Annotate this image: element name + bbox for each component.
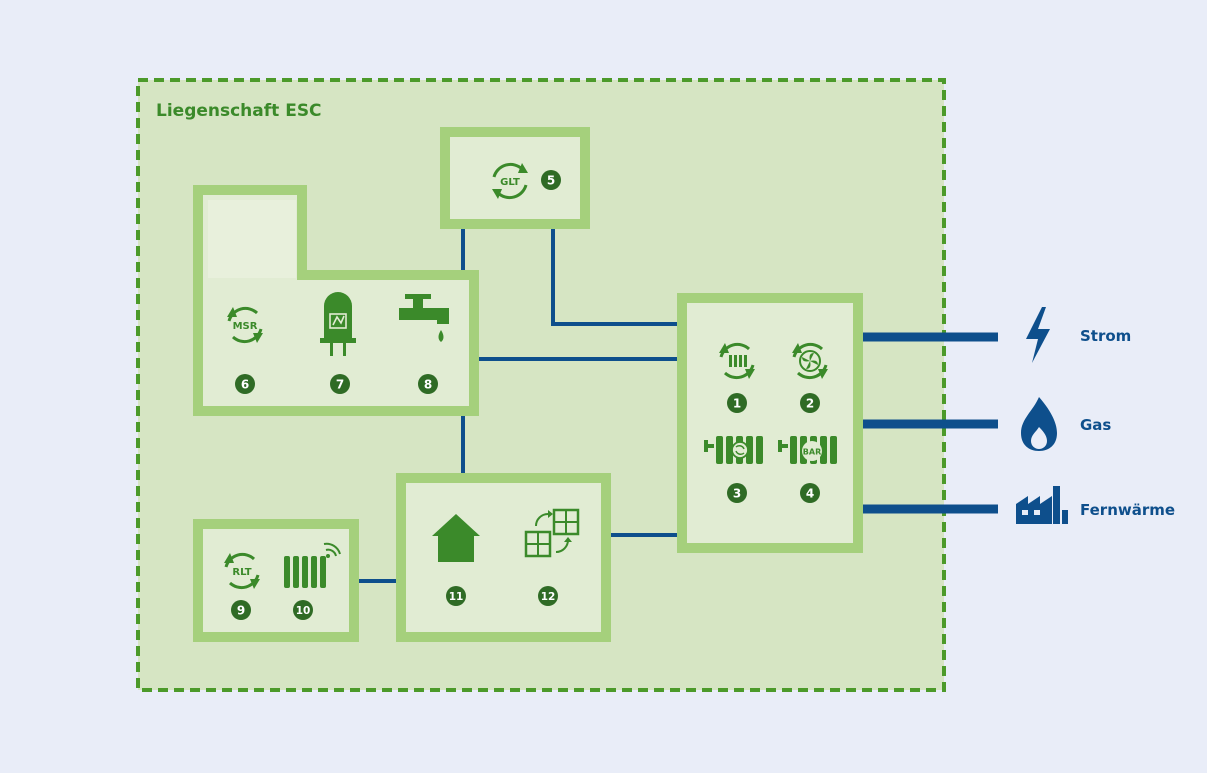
badge-2-text: 2 [806,397,814,411]
ventilation-fan-icon [792,342,828,380]
badge-3: 3 [727,483,747,503]
radiator-pressure-icon: BAR [778,436,837,464]
badge-7: 7 [330,374,350,394]
supply-label-strom: Strom [1080,327,1131,345]
central-box [677,293,863,553]
heating-control-icon [719,342,755,380]
glt-box [440,127,590,229]
sensor-icon [320,292,356,356]
badge-12: 12 [538,586,558,606]
connector-lines [358,228,680,583]
badge-10-text: 10 [296,605,311,617]
badge-1: 1 [727,393,747,413]
badge-4-text: 4 [806,487,814,501]
rlt-box [193,519,359,642]
bar-icon-text: BAR [803,448,821,457]
badge-9: 9 [231,600,251,620]
glt-icon: GLT [492,162,528,200]
connector-glt-to-central [551,228,680,326]
smart-radiator-icon [284,542,341,588]
badge-7-text: 7 [336,378,344,392]
rlt-icon-text: RLT [232,567,251,578]
lightning-icon [1026,307,1050,363]
badge-6: 6 [235,374,255,394]
flame-icon [1021,397,1057,451]
water-tap-icon [399,294,449,342]
badge-6-text: 6 [241,378,249,392]
badge-4: 4 [800,483,820,503]
badge-10: 10 [293,600,313,620]
badge-8: 8 [418,374,438,394]
msr-icon: MSR [227,306,263,344]
badge-11-text: 11 [449,591,464,603]
badge-9-text: 9 [237,604,245,618]
msr-icon-text: MSR [233,321,258,332]
badge-11: 11 [446,586,466,606]
factory-icon [1016,486,1068,524]
msr-box-inner-shade [208,200,296,278]
supply-lines [862,332,998,514]
badge-12-text: 12 [541,591,556,603]
badge-2: 2 [800,393,820,413]
property-title: Liegenschaft ESC [156,101,322,121]
badge-3-text: 3 [733,487,741,501]
supply-label-gas: Gas [1080,416,1111,434]
building-box [396,473,611,642]
rooms-exchange-icon [524,508,580,558]
badge-5-text: 5 [547,174,555,188]
rlt-icon: RLT [224,552,260,590]
glt-icon-text: GLT [500,177,520,188]
badge-1-text: 1 [733,397,741,411]
supply-label-fernwaerme: Fernwärme [1080,501,1175,519]
radiator-cycle-icon [704,436,763,464]
house-icon [432,514,480,562]
badge-5: 5 [541,170,561,190]
badge-8-text: 8 [424,378,432,392]
